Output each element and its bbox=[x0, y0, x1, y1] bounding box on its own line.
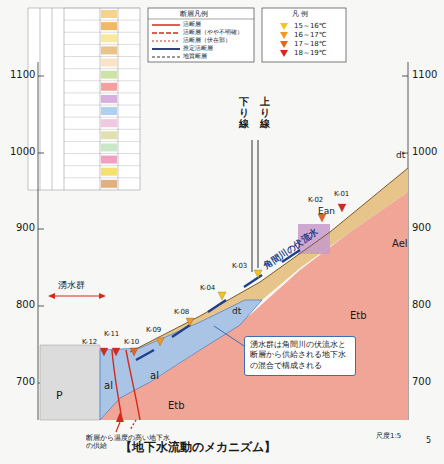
axis-value: 800 bbox=[16, 299, 35, 311]
borehole-id: K-08 bbox=[174, 308, 189, 316]
legend-heading: 凡 例 bbox=[292, 10, 308, 18]
callout-text: 湧水群は角間川の伏流水と断層から供給される地下水の混合で構成される bbox=[250, 340, 350, 371]
legend-text: 推定活断層 bbox=[183, 45, 213, 52]
unit-label: Etb bbox=[350, 310, 367, 322]
axis-value: 700 bbox=[412, 376, 431, 388]
borehole-id: K-10 bbox=[124, 338, 139, 346]
legend-text: 地質断層 bbox=[183, 53, 207, 60]
axis-value: 1000 bbox=[10, 146, 35, 158]
legend-text: 活断層（伏在部） bbox=[183, 37, 231, 44]
borehole-id: K-02 bbox=[308, 196, 323, 204]
axis-value: 800 bbox=[412, 299, 431, 311]
legend-heading: 断層凡例 bbox=[180, 10, 208, 18]
unit-label: Ean bbox=[318, 206, 335, 216]
vertical-label: 下り線 bbox=[239, 96, 249, 129]
unit-label: Ael bbox=[392, 238, 408, 250]
legend-text: 活断層 bbox=[183, 21, 201, 28]
borehole-id: K-01 bbox=[334, 190, 349, 198]
unit-label: Etb bbox=[168, 400, 185, 412]
area-label: 湧水群 bbox=[58, 280, 85, 290]
borehole-id: K-04 bbox=[200, 284, 215, 292]
unit-label: al bbox=[104, 380, 113, 392]
axis-value: 1000 bbox=[412, 146, 437, 158]
legend-swatch bbox=[280, 32, 288, 39]
borehole-id: K-03 bbox=[232, 262, 247, 270]
scale-label: 尺度1:5 bbox=[376, 432, 401, 440]
legend-swatch bbox=[280, 50, 288, 57]
axis-value: 900 bbox=[16, 222, 35, 234]
axis-value: 700 bbox=[16, 376, 35, 388]
callout-box: 湧水群は角間川の伏流水と断層から供給される地下水の混合で構成される bbox=[244, 336, 356, 376]
axis-value: 900 bbox=[412, 222, 431, 234]
legend-text: 18～19℃ bbox=[294, 49, 327, 57]
legend-swatch bbox=[280, 23, 288, 30]
unit-label: P bbox=[56, 390, 63, 403]
page-number: 5 bbox=[426, 436, 431, 445]
axis-value: 1100 bbox=[412, 69, 437, 81]
borehole-id: K-12 bbox=[82, 338, 97, 346]
legend-text: 16～17℃ bbox=[294, 31, 327, 39]
caption: 【地下水流動のメカニズム】 bbox=[120, 441, 276, 455]
unit-label: dt bbox=[232, 306, 241, 316]
borehole-id: K-09 bbox=[146, 326, 161, 334]
unit-label: dt bbox=[396, 150, 405, 160]
legend-text: 15～16℃ bbox=[294, 22, 327, 30]
axis-value: 1100 bbox=[10, 69, 35, 81]
borehole-id: K-11 bbox=[104, 330, 119, 338]
unit-label: al bbox=[150, 370, 159, 382]
legend-text: 活断層（やや不明確） bbox=[183, 29, 243, 36]
vertical-label: 上り線 bbox=[260, 96, 270, 129]
legend-swatch bbox=[280, 41, 288, 48]
legend-text: 17～18℃ bbox=[294, 40, 327, 48]
